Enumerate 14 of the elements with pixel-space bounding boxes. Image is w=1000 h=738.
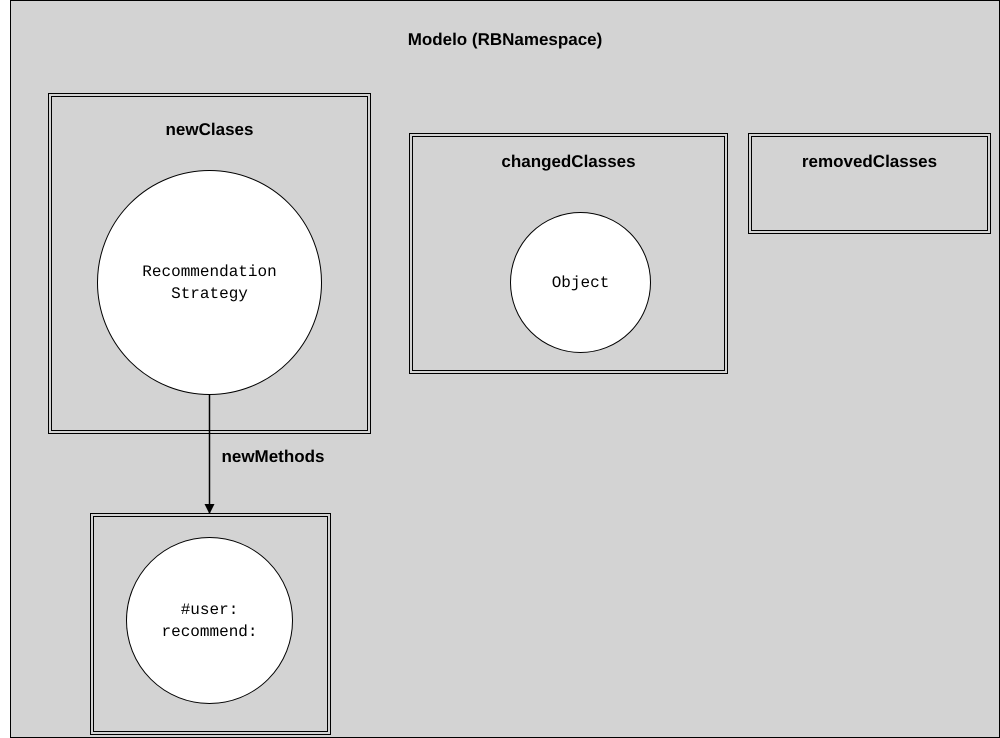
group-box (48, 93, 371, 434)
group-title: removedClasses (800, 151, 938, 173)
edge-label: newMethods (222, 446, 324, 468)
group-title: changedClasses (500, 151, 637, 173)
group-title: Modelo (RBNamespace) (406, 29, 604, 51)
group-box (748, 133, 991, 234)
group-box (409, 133, 728, 374)
class-name: #user: recommend: (160, 600, 258, 642)
arrow (204, 395, 214, 514)
group-title: newClases (164, 119, 254, 141)
class-name: Recommendation Strategy (141, 262, 278, 304)
namespace-container (10, 0, 1000, 738)
group-box (90, 513, 331, 735)
class-name: Object (550, 272, 610, 294)
